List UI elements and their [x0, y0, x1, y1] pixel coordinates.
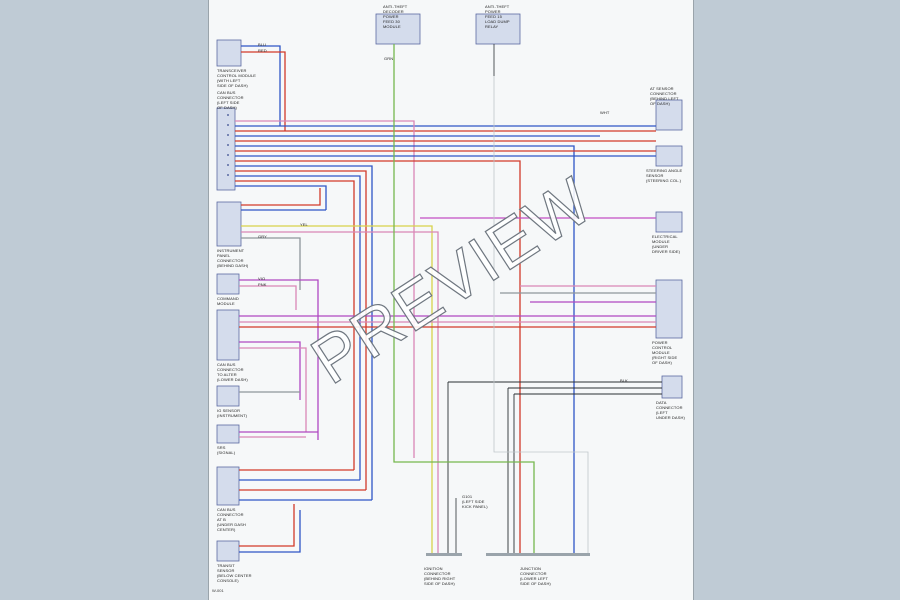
label-left-9: TRANSIT SENSOR (BELOW CENTER CONSOLE): [217, 563, 252, 583]
label-relay-left: ANTI-THEFT DECODER POWER FEED 30 MODULE: [383, 4, 408, 29]
label-left-7: SRS (SIGNAL): [217, 445, 236, 455]
connector-right-3: [655, 211, 683, 233]
wire-code-grn: GRN: [384, 56, 394, 61]
label-bottom-left: IGNITION CONNECTOR (BEHIND RIGHT SIDE OF…: [424, 566, 456, 586]
wire-red-l1: [241, 51, 286, 131]
wire-code-wht: WHT: [600, 110, 610, 115]
label-left-4: COMMAND MODULE: [217, 296, 239, 306]
page-number: W-001: [212, 588, 224, 593]
wire-blue-bus7: [235, 185, 327, 210]
connector-right-5: [661, 375, 683, 399]
bottom-connector-right: [486, 553, 590, 556]
wire-code-red: RED: [258, 48, 267, 53]
connector-left-4: [216, 273, 240, 295]
wire-green-top: [393, 44, 535, 555]
wire-pink-l5b: [239, 347, 307, 432]
wire-code-pnk: PNK: [258, 282, 267, 287]
connector-left-5: [216, 309, 240, 361]
wire-blue-bus3: [235, 145, 575, 555]
wire-red-l3: [241, 188, 321, 206]
wire-red-bus5: [235, 170, 367, 490]
label-relay-right: ANTI-THEFT POWER FEED 15 LOAD DUMP RELAY: [485, 4, 510, 29]
label-right-4: POWER CONTROL MODULE (RIGHT SIDE OF DASH…: [652, 340, 678, 365]
connector-right-2: [655, 145, 683, 167]
wire-code-yel: YEL: [300, 222, 308, 227]
wire-blue-l9: [239, 510, 301, 553]
connector-right-1: [655, 99, 683, 131]
label-right-3: ELECTRICAL MODULE (UNDER DRIVER SIDE): [652, 234, 681, 254]
label-bottom-right: JUNCTION CONNECTOR (LOWER LEFT SIDE OF D…: [520, 566, 551, 586]
wire-pink-l4: [239, 285, 297, 310]
wire-violet-l4: [239, 279, 319, 440]
wire-gray-l3: [241, 237, 301, 290]
wire-gray-outline: [493, 76, 589, 555]
wire-code-blu: BLU: [258, 42, 267, 47]
connector-left-1: [216, 39, 242, 67]
wire-black-r5e: [513, 393, 662, 555]
wire-blue-bus5: [235, 165, 373, 500]
wire-red-bus6: [235, 180, 355, 470]
connector-left-7: [216, 424, 240, 444]
wire-blue-l1: [241, 45, 281, 126]
label-left-3: INSTRUMENT PANEL CONNECTOR (BEHIND DASH): [217, 248, 249, 268]
label-left-6: IG SENSOR (INSTRUMENT): [217, 408, 248, 418]
label-left-8: CAN BUS CONNECTOR AT B (UNDER DASH CENTE…: [217, 507, 246, 532]
wire-violet-l5b: [239, 341, 301, 400]
label-right-5: DATA CONNECTOR (LEFT UNDER DASH): [656, 400, 685, 420]
label-ground: G101 (LEFT SIDE KICK PANEL): [462, 494, 488, 509]
connector-left-3: [216, 201, 242, 247]
connector-right-4: [655, 279, 683, 339]
label-left-2: CAN BUS CONNECTOR (LEFT SIDE OF DASH): [217, 90, 244, 110]
label-left-5: CAN BUS CONNECTOR TO ALTER (LOWER DASH): [217, 362, 248, 382]
connector-left-6: [216, 385, 240, 407]
wire-red-l9: [239, 504, 295, 547]
connector-left-8: [216, 466, 240, 506]
wire-pink-l3: [241, 231, 439, 555]
wire-code-blk: BLK: [620, 378, 628, 383]
wire-blue-bus6: [235, 175, 361, 480]
wire-code-gry: GRY: [258, 234, 267, 239]
bottom-connector-left: [426, 553, 462, 556]
relay-box-left: [375, 13, 421, 45]
wire-pink-bus1: [235, 120, 415, 458]
wire-red-bus4: [235, 160, 521, 555]
connector-left-2: [216, 107, 236, 191]
relay-box-right: [475, 13, 521, 45]
label-right-2: STEERING ANGLE SENSOR (STEERING COL.): [646, 168, 683, 183]
connector-left-9: [216, 540, 240, 562]
wire-yellow-l3: [241, 225, 433, 555]
wire-code-vio: VIO: [258, 276, 266, 281]
label-right-1: AT SENSOR CONNECTOR (BEHIND LEFT OF DASH…: [650, 86, 679, 106]
label-left-1: TRANSCEIVER CONTROL MODULE (WITH LEFT SI…: [217, 68, 257, 88]
